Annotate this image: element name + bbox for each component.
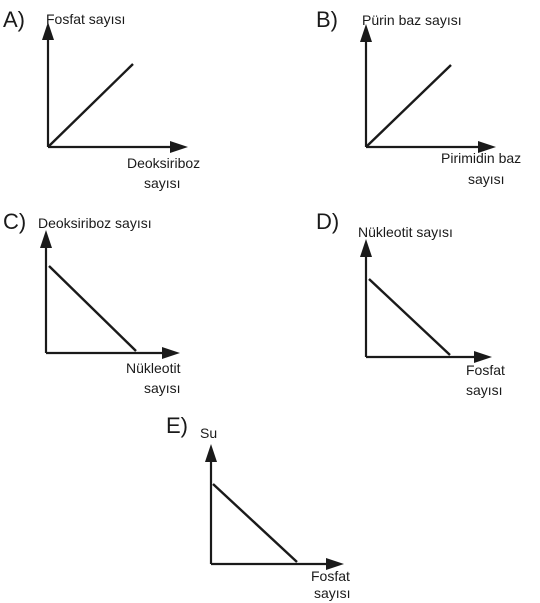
option-e-y-arrowhead [205, 444, 217, 462]
option-e-x-arrowhead [326, 558, 344, 570]
option-e-letter: E) [166, 413, 188, 438]
option-d-graph: D) Nükleotit sayısı Fosfat sayısı [316, 209, 505, 398]
option-e-y-axis-label: Su [200, 425, 217, 441]
option-a-y-arrowhead [42, 22, 54, 40]
option-e-graph: E) Su Fosfat sayısı [166, 413, 351, 601]
option-c-x-axis-label-line1: Nükleotit [126, 360, 181, 376]
option-a-y-axis-label: Fosfat sayısı [46, 11, 125, 27]
option-a-curve [47, 63, 134, 148]
option-d-x-axis-label-line2: sayısı [466, 382, 503, 398]
option-e-curve [212, 483, 298, 563]
option-a-x-axis-label-line2: sayısı [144, 175, 181, 191]
option-d-x-arrowhead [474, 351, 492, 363]
option-c-x-axis-label-line2: sayısı [144, 380, 181, 396]
option-a-x-axis-label-line1: Deoksiriboz [127, 155, 200, 171]
option-b-y-arrowhead [360, 24, 372, 42]
option-d-curve [368, 278, 451, 356]
option-c-letter: C) [3, 209, 26, 234]
option-b-x-axis-label-line2: sayısı [468, 171, 505, 187]
option-b-curve [365, 64, 452, 148]
option-a-letter: A) [3, 7, 25, 32]
option-b-letter: B) [316, 7, 338, 32]
option-e-x-axis-label-line1: Fosfat [311, 568, 350, 584]
option-b-y-axis-label: Pürin baz sayısı [362, 12, 462, 28]
option-c-graph: C) Deoksiriboz sayısı Nükleotit sayısı [3, 209, 181, 396]
option-c-y-arrowhead [40, 230, 52, 248]
option-d-y-axis-label: Nükleotit sayısı [358, 224, 453, 240]
option-c-y-axis-label: Deoksiriboz sayısı [38, 215, 152, 231]
option-c-x-arrowhead [162, 347, 180, 359]
option-d-y-arrowhead [360, 239, 372, 257]
option-b-graph: B) Pürin baz sayısı Pirimidin baz sayısı [316, 7, 521, 187]
option-b-x-arrowhead [478, 141, 496, 153]
option-d-x-axis-label-line1: Fosfat [466, 362, 505, 378]
option-b-x-axis-label-line1: Pirimidin baz [441, 150, 521, 166]
option-d-letter: D) [316, 209, 339, 234]
option-c-curve [48, 265, 137, 352]
option-e-x-axis-label-line2: sayısı [314, 585, 351, 601]
option-a-graph: A) Fosfat sayısı Deoksiriboz sayısı [3, 7, 200, 191]
option-a-x-arrowhead [170, 141, 188, 153]
